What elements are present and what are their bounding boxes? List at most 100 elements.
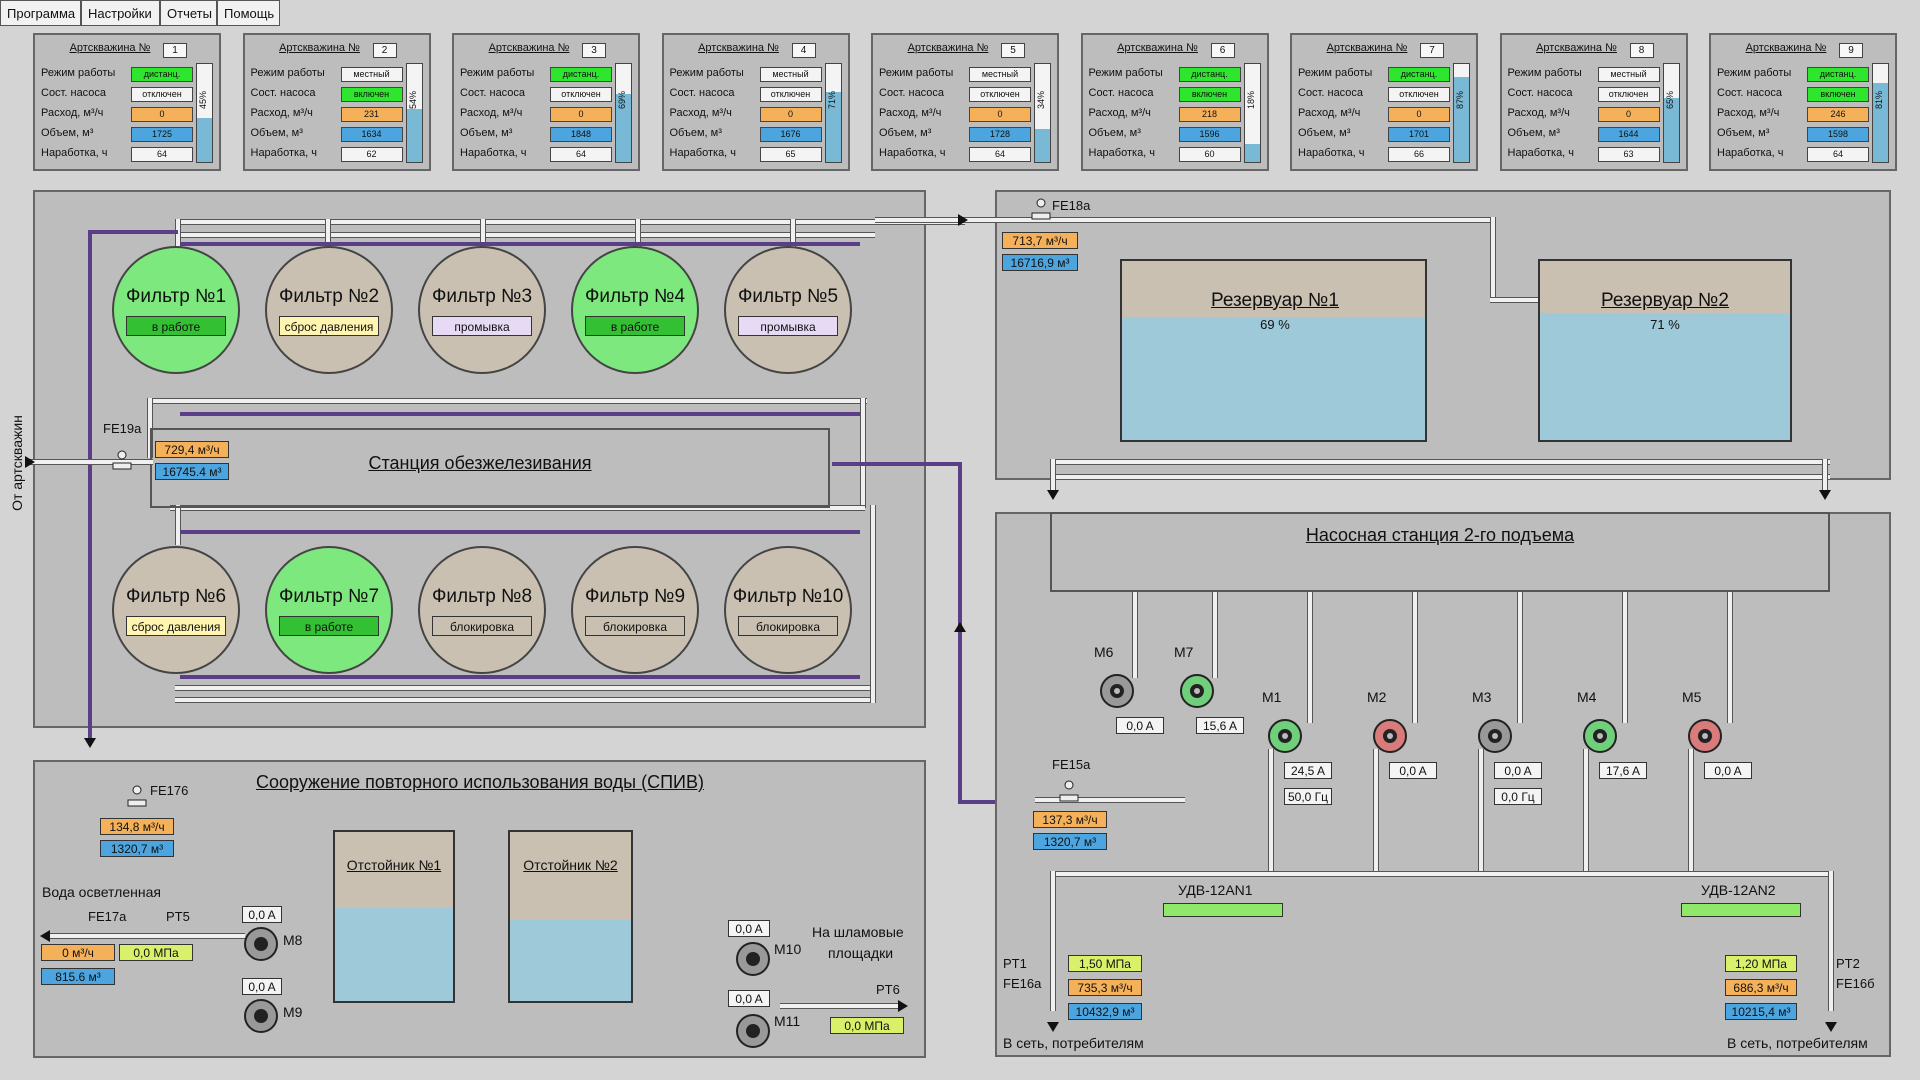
- flowmeter-icon: [112, 450, 132, 470]
- filter-5[interactable]: Фильтр №5 промывка: [724, 246, 852, 374]
- well-panel[interactable]: Артскважина № 7 Режим работы дистанц. Со…: [1290, 33, 1478, 171]
- pump-frequency: 50,0 Гц: [1284, 788, 1332, 805]
- filter-9[interactable]: Фильтр №9 блокировка: [571, 546, 699, 674]
- well-mode[interactable]: местный: [759, 67, 822, 82]
- filter-3[interactable]: Фильтр №3 промывка: [418, 246, 546, 374]
- drain-pipe: [88, 230, 178, 234]
- well-label-mode: Режим работы: [41, 67, 116, 79]
- well-panel[interactable]: Артскважина № 3 Режим работы дистанц. Со…: [452, 33, 640, 171]
- well-pump-state[interactable]: включен: [1807, 87, 1869, 102]
- well-level-bar: [1872, 63, 1889, 163]
- reservoir-2-water: [1540, 312, 1790, 440]
- menu-program[interactable]: Программа: [0, 0, 81, 26]
- reservoir-1[interactable]: [1120, 259, 1427, 442]
- well-pump-state[interactable]: отключен: [1388, 87, 1450, 102]
- arrow-up-icon: [954, 622, 966, 632]
- well-pump-state[interactable]: включен: [340, 87, 403, 102]
- well-mode[interactable]: дистанц.: [1388, 67, 1450, 82]
- pump-m11-icon[interactable]: [734, 1012, 772, 1050]
- m10-current: 0,0 A: [728, 920, 770, 937]
- udv2-bar[interactable]: [1681, 903, 1801, 917]
- well-panel[interactable]: Артскважина № 6 Режим работы дистанц. Со…: [1080, 33, 1269, 171]
- well-panel[interactable]: Артскважина № 8 Режим работы местный Сос…: [1499, 33, 1688, 171]
- well-title: Артскважина №: [698, 42, 779, 54]
- filter-6[interactable]: Фильтр №6 сброс давления: [112, 546, 240, 674]
- pipe: [175, 685, 875, 691]
- pipe: [1517, 592, 1523, 723]
- well-mode[interactable]: дистанц.: [1178, 67, 1241, 82]
- well-mode[interactable]: местный: [969, 67, 1031, 82]
- pump-m9-icon[interactable]: [242, 997, 280, 1035]
- pump-m2-icon[interactable]: [1371, 717, 1409, 755]
- fe19a-tag: FE19a: [103, 421, 142, 436]
- fe16b-volume: 10215,4 м³: [1725, 1003, 1797, 1020]
- well-label-hours: Наработка, ч: [1717, 147, 1784, 159]
- filter-4[interactable]: Фильтр №4 в работе: [571, 246, 699, 374]
- well-panel[interactable]: Артскважина № 1 Режим работы дистанц. Со…: [33, 33, 221, 171]
- pipe: [175, 219, 965, 225]
- well-flow: 0: [550, 107, 612, 122]
- well-pump-state[interactable]: отключен: [550, 87, 612, 102]
- filter-7[interactable]: Фильтр №7 в работе: [265, 546, 393, 674]
- menu-reports[interactable]: Отчеты: [160, 0, 217, 26]
- menu-help[interactable]: Помощь: [217, 0, 280, 26]
- fe16a-volume: 10432,9 м³: [1068, 1003, 1142, 1020]
- well-label-flow: Расход, м³/ч: [1088, 107, 1151, 119]
- pump-m1-icon[interactable]: [1266, 717, 1304, 755]
- well-label-volume: Объем, м³: [669, 127, 722, 139]
- reservoir-2[interactable]: [1538, 259, 1792, 442]
- well-mode[interactable]: местный: [1597, 67, 1660, 82]
- well-mode[interactable]: дистанц.: [550, 67, 612, 82]
- pump-m3-icon[interactable]: [1476, 717, 1514, 755]
- well-panel[interactable]: Артскважина № 5 Режим работы местный Сос…: [871, 33, 1059, 171]
- filter-status: сброс давления: [126, 616, 226, 636]
- pump-m4-icon[interactable]: [1581, 717, 1619, 755]
- well-panel[interactable]: Артскважина № 2 Режим работы местный Сос…: [242, 33, 431, 171]
- filter-2[interactable]: Фильтр №2 сброс давления: [265, 246, 393, 374]
- pump-m7-icon[interactable]: [1178, 672, 1216, 710]
- drain-pipe: [958, 462, 962, 802]
- well-mode[interactable]: местный: [340, 67, 403, 82]
- well-label-flow: Расход, м³/ч: [1507, 107, 1570, 119]
- well-mode[interactable]: дистанц.: [131, 67, 193, 82]
- settler-1[interactable]: [333, 830, 455, 1003]
- well-level-percent: 87%: [1455, 91, 1465, 110]
- filter-10[interactable]: Фильтр №10 блокировка: [724, 546, 852, 674]
- well-pump-state[interactable]: отключен: [1597, 87, 1660, 102]
- well-title: Артскважина №: [1536, 42, 1617, 54]
- well-panel[interactable]: Артскважина № 4 Режим работы местный Сос…: [661, 33, 850, 171]
- settler-1-title: Отстойник №1: [346, 857, 442, 873]
- drain-pipe: [180, 412, 860, 416]
- well-pump-state[interactable]: отключен: [969, 87, 1031, 102]
- well-panel[interactable]: Артскважина № 9 Режим работы дистанц. Со…: [1709, 33, 1897, 171]
- m8-current: 0,0 A: [242, 906, 282, 923]
- well-title: Артскважина №: [1326, 42, 1408, 54]
- well-mode[interactable]: дистанц.: [1807, 67, 1869, 82]
- filter-name: Фильтр №7: [278, 586, 380, 607]
- settler-2[interactable]: [508, 830, 633, 1003]
- pipe: [1050, 871, 1834, 877]
- pump-m8-icon[interactable]: [242, 925, 280, 963]
- well-pump-state[interactable]: отключен: [131, 87, 193, 102]
- pump-m10-icon[interactable]: [734, 940, 772, 978]
- pipe: [175, 505, 181, 545]
- m10-label: M10: [774, 941, 802, 957]
- well-pump-state[interactable]: отключен: [759, 87, 822, 102]
- pump-m5-icon[interactable]: [1686, 717, 1724, 755]
- well-title: Артскважина №: [1745, 42, 1827, 54]
- well-label-volume: Объем, м³: [1507, 127, 1560, 139]
- well-label-hours: Наработка, ч: [250, 147, 318, 159]
- pipe: [175, 232, 875, 238]
- menu-settings[interactable]: Настройки: [81, 0, 160, 26]
- pipe: [1050, 474, 1830, 480]
- outlet-2-label: В сеть, потребителям: [1727, 1035, 1868, 1051]
- well-level-fill: [1454, 76, 1469, 162]
- well-pump-state[interactable]: включен: [1178, 87, 1241, 102]
- udv1-bar[interactable]: [1163, 903, 1283, 917]
- well-level-fill: [1035, 128, 1050, 162]
- pump-m6-icon[interactable]: [1098, 672, 1136, 710]
- fe176-volume: 1320,7 м³: [100, 840, 174, 857]
- pump-label: M2: [1367, 689, 1387, 705]
- filter-8[interactable]: Фильтр №8 блокировка: [418, 546, 546, 674]
- filter-1[interactable]: Фильтр №1 в работе: [112, 246, 240, 374]
